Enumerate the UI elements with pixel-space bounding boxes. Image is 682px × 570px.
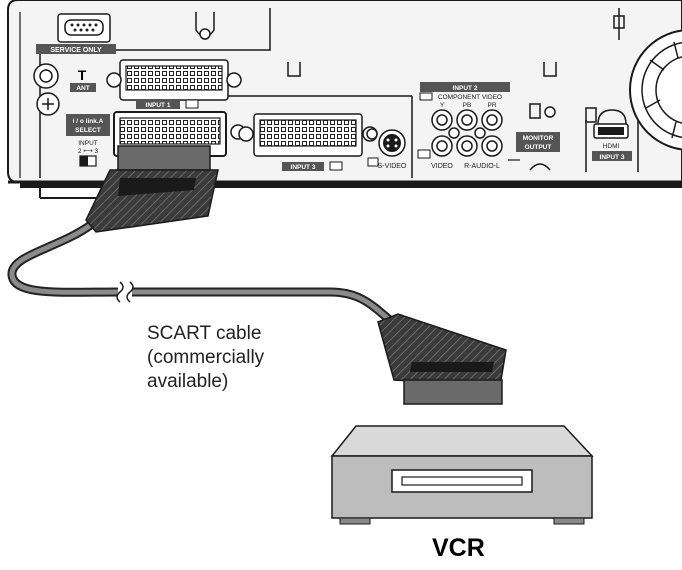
scart-plug-tv-side	[85, 145, 219, 233]
input3-hdmi-label: INPUT 3	[600, 154, 625, 161]
screw-top	[195, 12, 215, 40]
audio-label: R-AUDIO-L	[464, 163, 500, 170]
caption-line-3: available)	[147, 371, 229, 392]
cable-clips	[287, 8, 625, 77]
scart-cable	[7, 219, 397, 327]
scart-input1-socket: INPUT 1	[106, 59, 242, 109]
scart-input3-socket: INPUT 3	[238, 113, 378, 171]
fan-vent	[629, 29, 682, 151]
svg-text:T: T	[78, 67, 87, 83]
y-label: Y	[440, 102, 445, 109]
caption-line-1: SCART cable	[147, 323, 262, 344]
input2-terminals: INPUT 2 COMPONENT VIDEO Y PB PR VIDEO R-…	[417, 82, 510, 170]
select-label: SELECT	[75, 127, 101, 134]
monitor-label: MONITOR	[523, 135, 554, 142]
cable-caption: SCART cable (commercially available)	[147, 322, 264, 394]
io-link-switch: i / o link.A SELECT INPUT 2 ⟷ 3	[66, 114, 110, 167]
input-switch-label: INPUT	[78, 140, 98, 147]
s-video-terminal: S-VIDEO	[366, 128, 407, 170]
switch-range-label: 2 ⟷ 3	[78, 148, 99, 155]
vcr-device	[330, 425, 594, 525]
antenna-terminal: T ANT	[33, 63, 96, 116]
input1-label: INPUT 1	[146, 102, 171, 109]
video-label: VIDEO	[431, 163, 453, 170]
service-only-label: SERVICE ONLY	[50, 47, 102, 54]
ant-label: ANT	[76, 85, 89, 92]
output-label: OUTPUT	[525, 144, 552, 151]
scart-plug-vcr-side	[377, 313, 507, 405]
input3-scart-label: INPUT 3	[291, 164, 316, 171]
s-video-label: S-VIDEO	[378, 163, 407, 170]
vcr-label: VCR	[432, 534, 485, 562]
io-link-label: i / o link.A	[73, 118, 104, 125]
scart-lower-socket	[113, 111, 246, 157]
service-port: SERVICE ONLY	[36, 13, 116, 54]
pb-label: PB	[463, 102, 472, 109]
component-video-label: COMPONENT VIDEO	[438, 94, 502, 101]
hdmi-terminal: HDMI INPUT 3	[585, 100, 639, 172]
caption-line-2: (commercially	[147, 347, 265, 368]
pr-label: PR	[487, 102, 496, 109]
monitor-output: MONITOR OUTPUT	[508, 103, 560, 171]
hdmi-label: HDMI	[603, 143, 620, 150]
input2-label: INPUT 2	[453, 85, 478, 92]
